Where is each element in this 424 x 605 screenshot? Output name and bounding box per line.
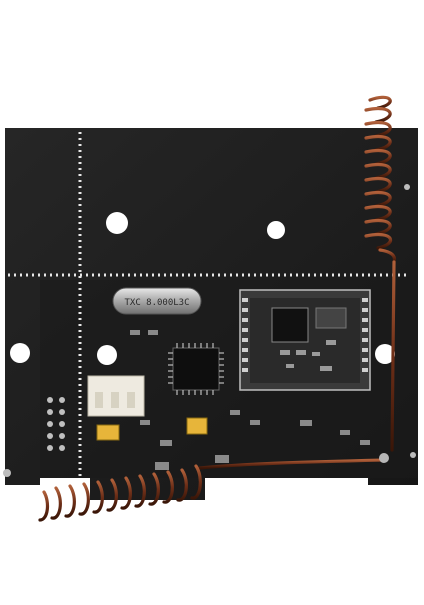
rf-shield-pad [315, 307, 347, 329]
white-connector-slot [111, 392, 119, 408]
tantalum-capacitor [186, 417, 208, 435]
antenna-solder-pad [379, 453, 389, 463]
small-via [3, 469, 11, 477]
mounting-hole [10, 343, 30, 363]
mounting-hole [375, 344, 395, 364]
white-connector-slot [95, 392, 103, 408]
rf-chip [271, 307, 309, 343]
smd-components [130, 330, 370, 470]
rf-module-components [280, 340, 336, 371]
rf-module-pins [242, 298, 368, 372]
microcontroller-pins [168, 343, 224, 395]
pin-header-pads [47, 397, 65, 451]
microcontroller-chip [172, 347, 220, 391]
tantalum-capacitor [96, 424, 120, 441]
crystal-marking: TXC 8.000L3C [124, 298, 189, 308]
mounting-hole [97, 345, 117, 365]
small-via [404, 184, 410, 190]
white-connector-slot [127, 392, 135, 408]
mounting-hole [106, 212, 128, 234]
right-coil-antenna [364, 95, 397, 452]
bottom-coil-antenna [38, 458, 386, 522]
small-via [410, 452, 416, 458]
crystal-oscillator [112, 287, 202, 315]
mounting-hole [267, 221, 285, 239]
